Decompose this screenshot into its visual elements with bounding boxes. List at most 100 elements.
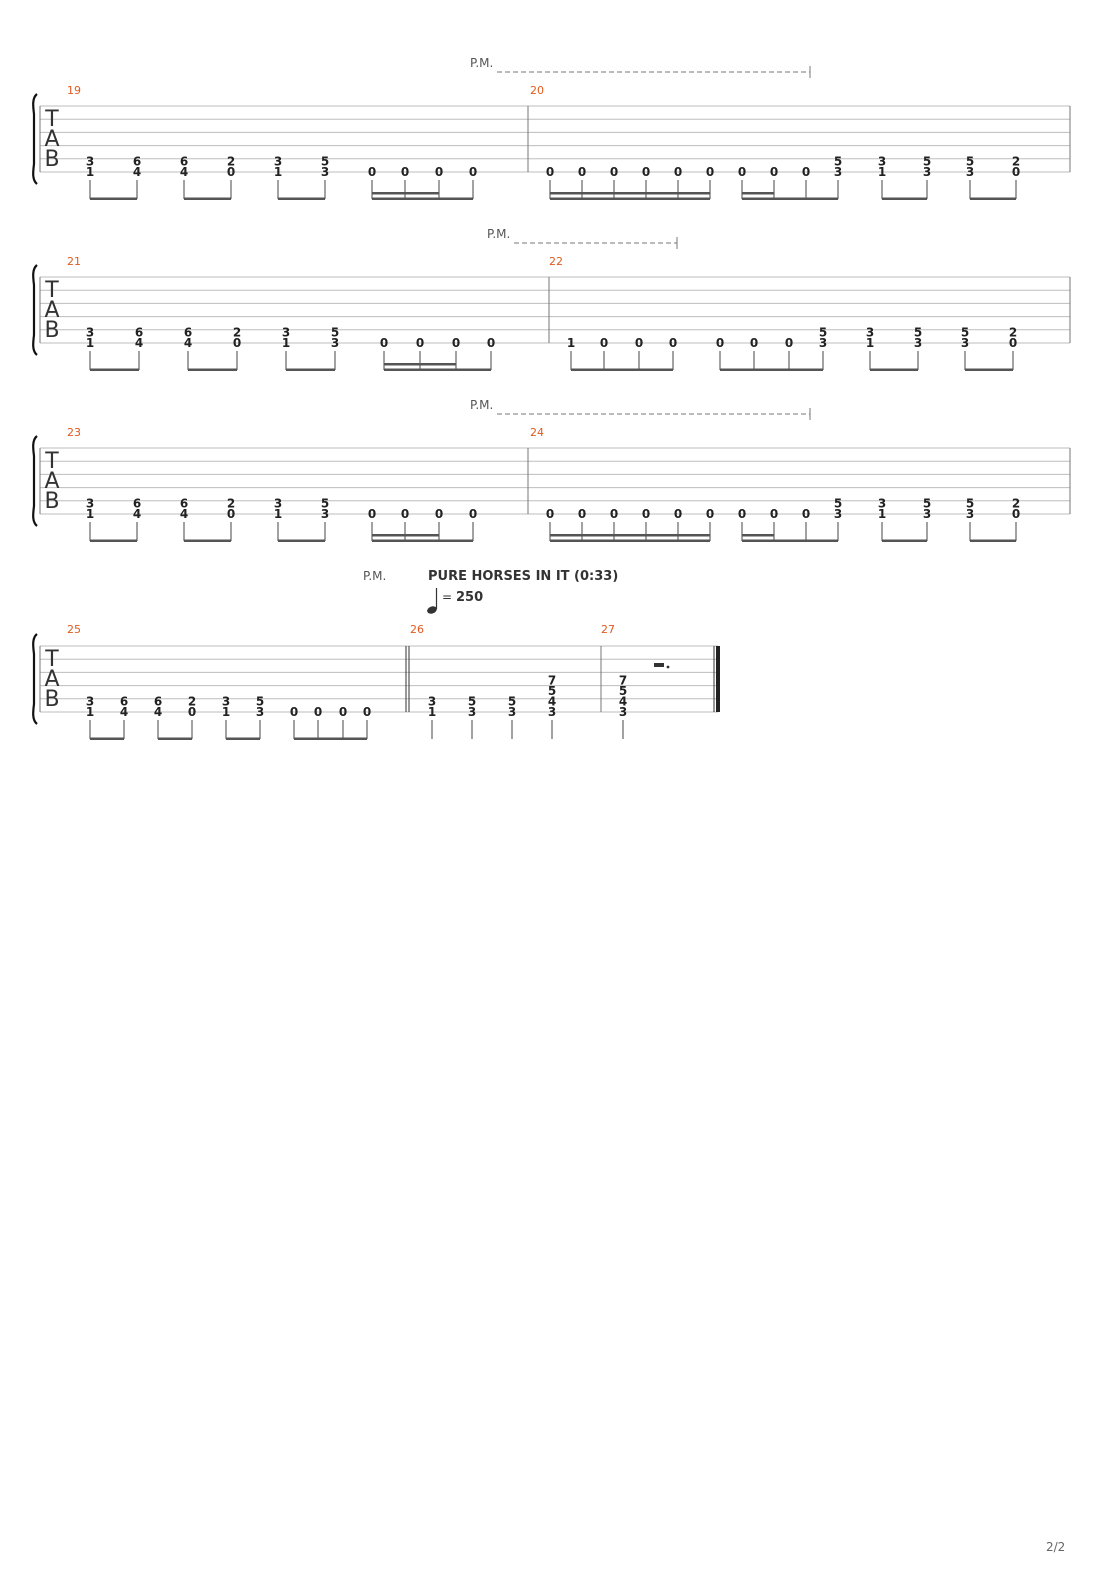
beam-secondary	[372, 192, 439, 195]
tempo-bpm: 250	[456, 590, 483, 605]
fret-number: 0	[401, 507, 409, 521]
final-barline-thick	[716, 646, 720, 712]
fret-number: 5	[923, 497, 931, 511]
fret-number: 4	[180, 507, 188, 521]
beam-secondary	[372, 534, 439, 537]
fret-number: 1	[567, 336, 575, 350]
quarter-note-head	[427, 606, 437, 614]
fret-number: 4	[184, 336, 192, 350]
fret-number: 3	[966, 507, 974, 521]
fret-number: 0	[363, 705, 371, 719]
beam	[90, 197, 137, 200]
beam	[550, 539, 710, 542]
fret-number: 2	[227, 497, 235, 511]
fret-number: 5	[321, 155, 329, 169]
beam-secondary	[384, 363, 456, 366]
palm-mute-label: P.M.	[470, 398, 493, 412]
measure-number: 27	[601, 623, 615, 636]
tab-clef-t: T	[44, 278, 59, 303]
fret-number: 2	[188, 695, 196, 709]
fret-number: 2	[1012, 155, 1020, 169]
fret-number: 0	[314, 705, 322, 719]
beam	[278, 197, 325, 200]
beam	[806, 539, 838, 542]
fret-number: 0	[469, 507, 477, 521]
tab-clef-b: B	[44, 318, 59, 343]
measure-number: 26	[410, 623, 424, 636]
fret-number: 3	[914, 336, 922, 350]
tab-clef-b: B	[44, 147, 59, 172]
beam	[372, 197, 473, 200]
fret-number: 4	[548, 695, 556, 709]
beam	[372, 539, 473, 542]
tab-clef-a: A	[44, 667, 59, 692]
fret-number: 3	[508, 705, 516, 719]
fret-number: 3	[548, 705, 556, 719]
fret-number: 4	[180, 165, 188, 179]
tab-clef-t: T	[44, 107, 59, 132]
fret-number: 0	[706, 165, 714, 179]
fret-number: 0	[802, 165, 810, 179]
tab-clef-a: A	[44, 298, 59, 323]
beam	[226, 737, 260, 740]
fret-number: 6	[154, 695, 162, 709]
fret-number: 3	[834, 165, 842, 179]
fret-number: 2	[1009, 326, 1017, 340]
fret-number: 3	[428, 695, 436, 709]
fret-number: 0	[227, 507, 235, 521]
fret-number: 1	[86, 507, 94, 521]
fret-number: 2	[227, 155, 235, 169]
fret-number: 6	[120, 695, 128, 709]
fret-number: 5	[914, 326, 922, 340]
rest-dot	[666, 665, 670, 669]
fret-number: 5	[619, 684, 627, 698]
fret-number: 0	[642, 165, 650, 179]
beam	[158, 737, 192, 740]
fret-number: 1	[86, 336, 94, 350]
fret-number: 0	[802, 507, 810, 521]
fret-number: 0	[368, 507, 376, 521]
tab-clef-b: B	[44, 489, 59, 514]
fret-number: 3	[321, 165, 329, 179]
beam	[90, 737, 124, 740]
beam	[294, 737, 367, 740]
fret-number: 0	[669, 336, 677, 350]
fret-number: 0	[1012, 165, 1020, 179]
fret-number: 0	[452, 336, 460, 350]
fret-number: 5	[321, 497, 329, 511]
fret-number: 3	[282, 326, 290, 340]
fret-number: 3	[222, 695, 230, 709]
beam	[550, 197, 710, 200]
fret-number: 0	[227, 165, 235, 179]
fret-number: 0	[1012, 507, 1020, 521]
staff-brace	[32, 264, 38, 356]
staff-brace	[32, 633, 38, 725]
fret-number: 0	[610, 165, 618, 179]
beam	[90, 368, 139, 371]
fret-number: 0	[770, 507, 778, 521]
fret-number: 3	[966, 165, 974, 179]
fret-number: 0	[706, 507, 714, 521]
measure-number: 19	[67, 84, 81, 97]
fret-number: 3	[834, 507, 842, 521]
fret-number: 0	[610, 507, 618, 521]
fret-number: 4	[120, 705, 128, 719]
fret-number: 0	[738, 165, 746, 179]
measure-number: 24	[530, 426, 544, 439]
fret-number: 1	[866, 336, 874, 350]
tab-clef-a: A	[44, 127, 59, 152]
fret-number: 3	[923, 507, 931, 521]
beam	[286, 368, 335, 371]
fret-number: 5	[256, 695, 264, 709]
staff-brace	[32, 93, 38, 185]
fret-number: 3	[274, 497, 282, 511]
fret-number: 6	[180, 155, 188, 169]
fret-number: 5	[548, 684, 556, 698]
tab-clef-a: A	[44, 469, 59, 494]
beam	[184, 539, 231, 542]
fret-number: 3	[331, 336, 339, 350]
fret-number: 4	[135, 336, 143, 350]
beam	[184, 197, 231, 200]
fret-number: 6	[184, 326, 192, 340]
beam-secondary	[550, 534, 710, 537]
